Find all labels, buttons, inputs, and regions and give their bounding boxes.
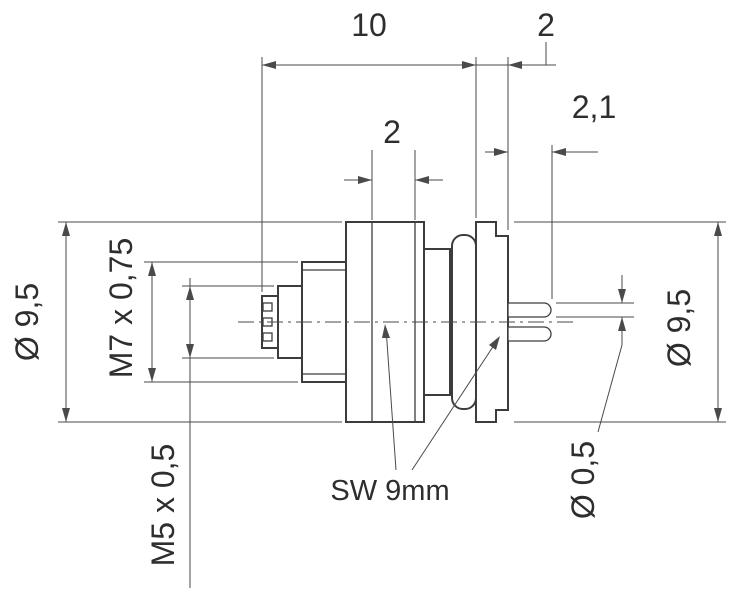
dim-diameter-left-label: Ø 9,5 [9, 283, 45, 361]
dimension-arrows [62, 61, 722, 422]
dim-length-overall-label: 10 [351, 7, 387, 43]
solder-pin-upper [507, 302, 552, 318]
dim-pin-diameter-label: Ø 0,5 [565, 441, 601, 519]
contact-slot [262, 332, 273, 342]
dim-pin-protrusion-label: 2,1 [572, 89, 616, 125]
dim-groove-width-label: 2 [383, 114, 401, 150]
contact-slot [262, 302, 273, 312]
dim-flange-thickness-label: 2 [537, 7, 555, 43]
leader-lines [382, 324, 500, 471]
solder-pin-lower [507, 326, 552, 342]
dim-thread-rear-label: M7 x 0,75 [103, 238, 139, 379]
dim-wrench-size-label: SW 9mm [330, 475, 449, 507]
dim-diameter-right-label: Ø 9,5 [661, 289, 697, 367]
dim-thread-front-label: M5 x 0,5 [145, 444, 181, 567]
